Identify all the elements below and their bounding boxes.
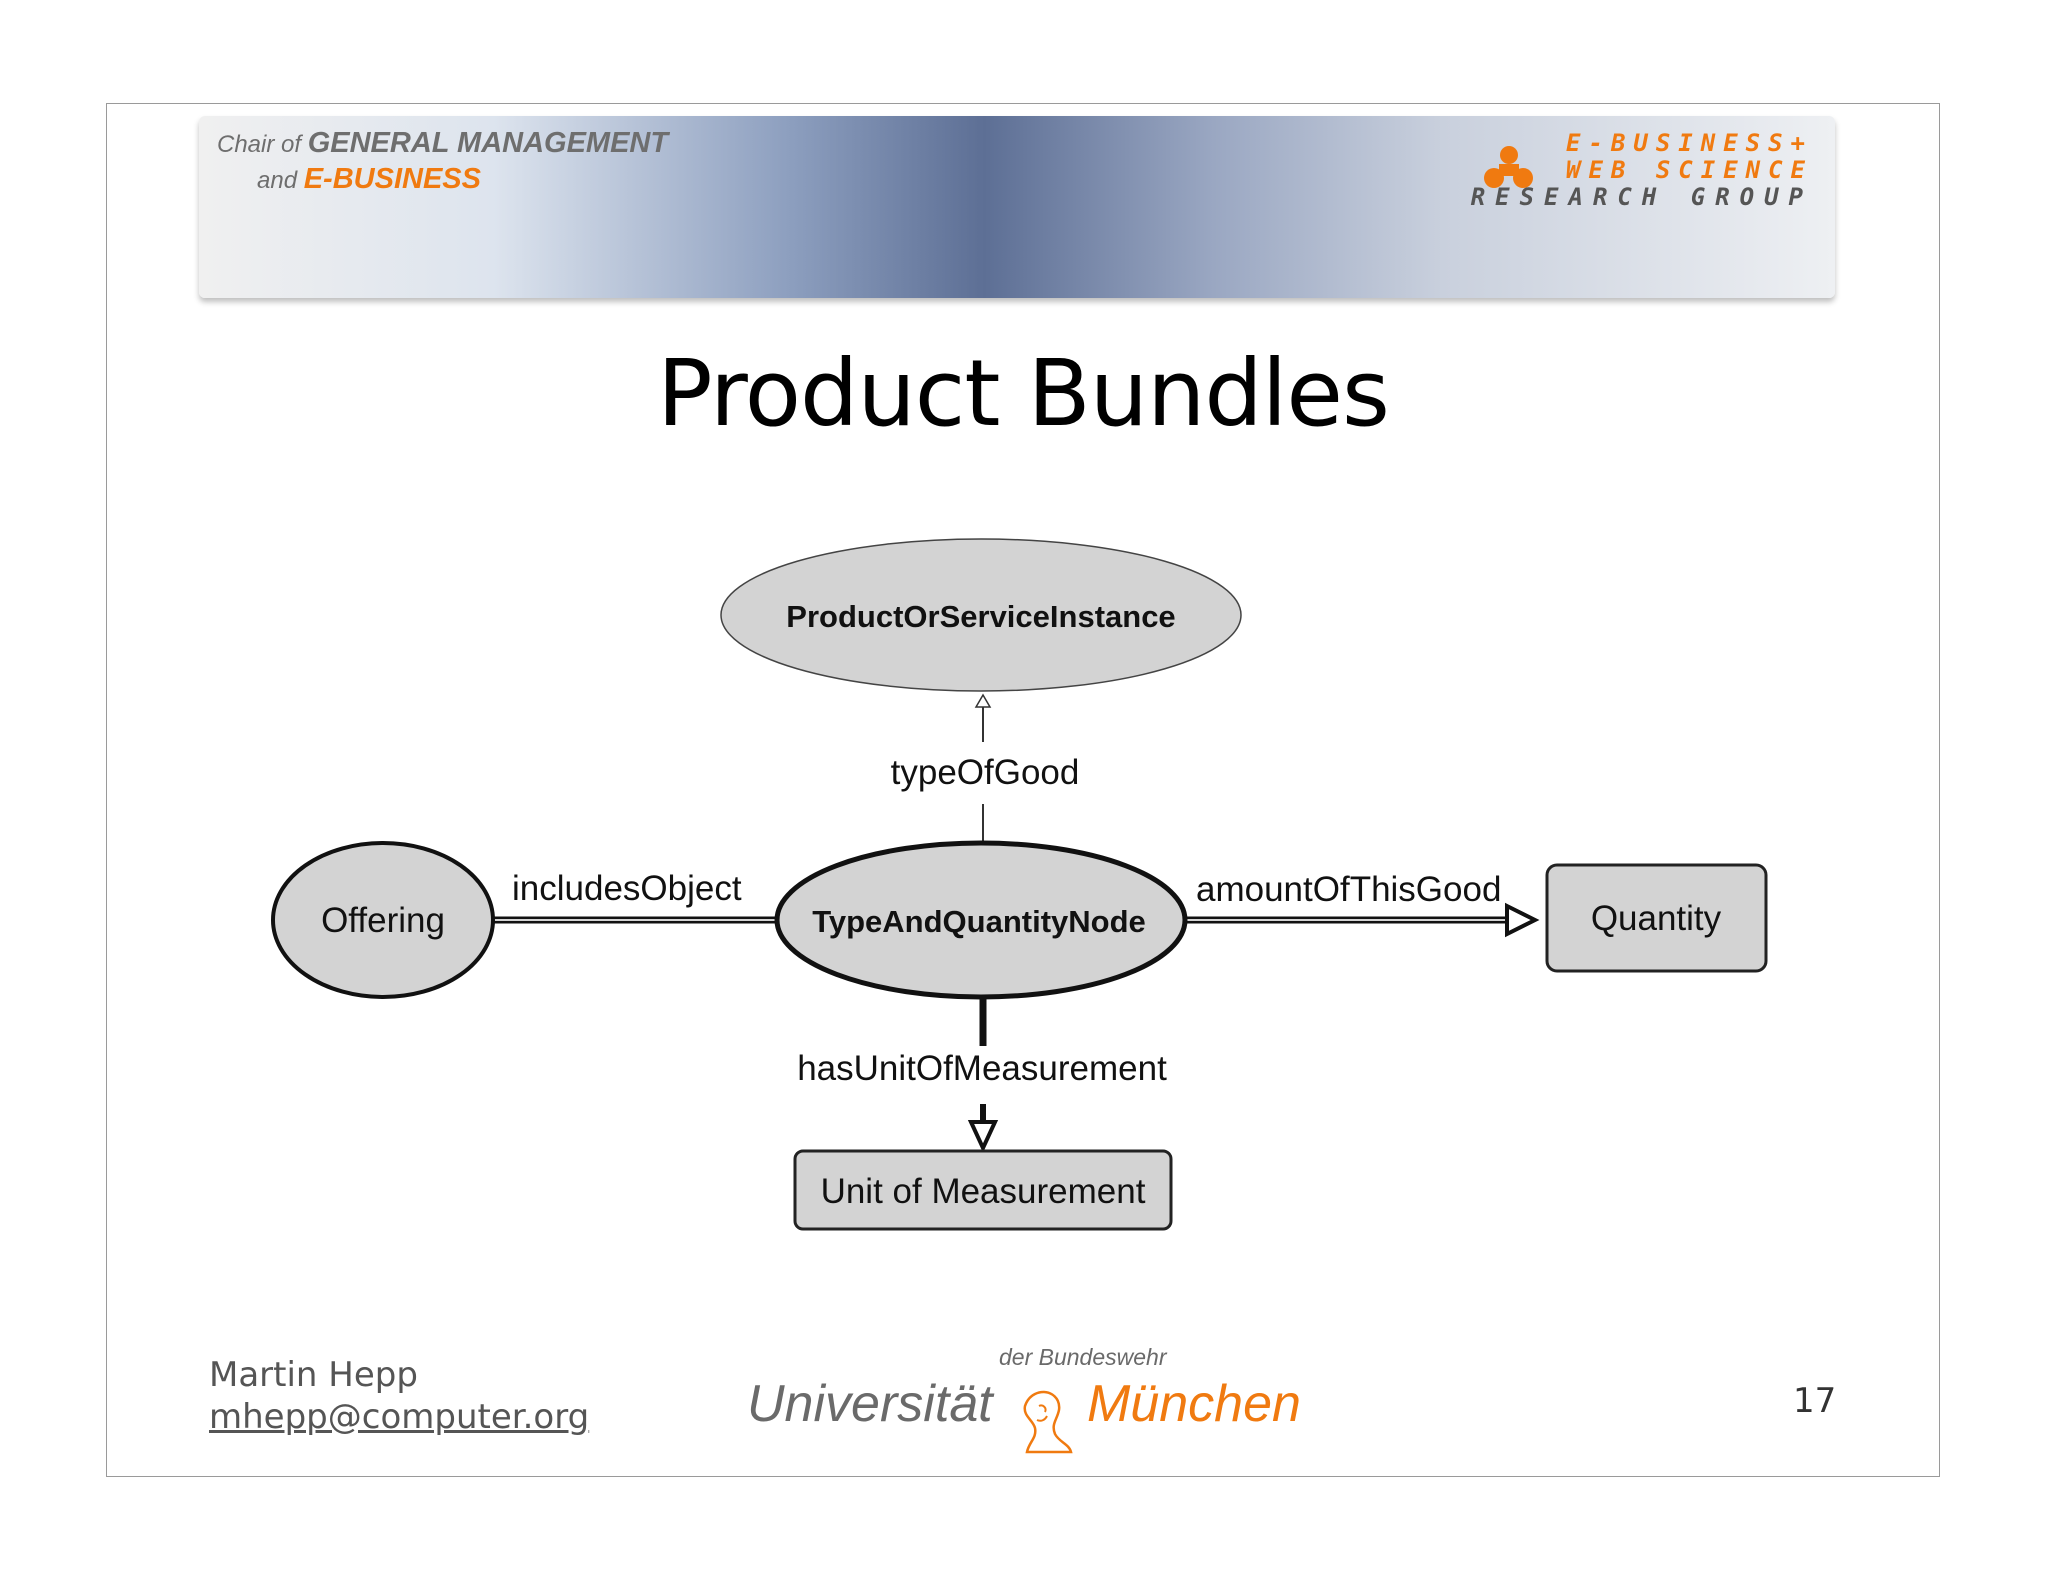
edge-label-type-of-good: typeOfGood [891, 753, 1080, 792]
chair-and: and [257, 167, 298, 194]
edge-has-unit-arrowhead [967, 1120, 999, 1153]
node-product-label: ProductOrServiceInstance [786, 599, 1175, 634]
node-offering-label: Offering [321, 901, 445, 940]
node-quantity-label: Quantity [1591, 899, 1722, 938]
author-email-link[interactable]: mhepp@computer.org [209, 1397, 590, 1437]
node-offering-ellipse [271, 841, 495, 999]
edge-label-amount-of-this-good: amountOfThisGood [1196, 870, 1501, 909]
chair-heading: Chair of GENERAL MANAGEMENT and E-BUSINE… [217, 126, 668, 198]
university-logo: der Bundeswehr Universität München [747, 1344, 1307, 1454]
edge-label-has-unit: hasUnitOfMeasurement [797, 1049, 1167, 1088]
node-quantity-box [1545, 863, 1768, 973]
author-name: Martin Hepp [209, 1355, 418, 1395]
university-crest-icon [1023, 1390, 1073, 1454]
chair-name: GENERAL MANAGEMENT [307, 127, 669, 159]
university-name-right: München [1087, 1375, 1301, 1433]
university-subtitle: der Bundeswehr [999, 1344, 1167, 1370]
header-banner: Chair of GENERAL MANAGEMENT and E-BUSINE… [199, 116, 1835, 298]
slide: Chair of GENERAL MANAGEMENT and E-BUSINE… [106, 103, 1940, 1477]
research-group-name: E-BUSINESS+ WEB SCIENCE RESEARCH GROUP [1471, 130, 1813, 211]
group-line3: RESEARCH GROUP [1470, 183, 1813, 211]
research-group-logo-icon [1484, 146, 1533, 188]
ontology-diagram: typeOfGood includesObject amountOfThisGo… [271, 538, 1768, 1231]
node-type-quantity-label: TypeAndQuantityNode [812, 904, 1146, 939]
group-line2: WEB SCIENCE [1566, 156, 1813, 184]
node-type-quantity-ellipse [774, 840, 1188, 1000]
edge-label-includes-object: includesObject [512, 869, 742, 908]
edge-type-of-good-arrowhead [974, 693, 992, 708]
edge-amount-arrowhead [1505, 902, 1540, 938]
footer-author-block: Martin Hepp mhepp@computer.org [209, 1354, 589, 1438]
group-line1: E-BUSINESS+ [1566, 129, 1813, 157]
node-product-ellipse [720, 538, 1242, 692]
node-unit-label: Unit of Measurement [821, 1172, 1146, 1211]
slide-title: Product Bundles [657, 340, 1390, 447]
node-unit-box [793, 1149, 1173, 1231]
chair-dept: E-BUSINESS [303, 163, 481, 195]
page-number: 17 [1793, 1381, 1837, 1421]
university-name-left: Universität [747, 1375, 993, 1433]
chair-prefix: Chair of [217, 131, 302, 158]
